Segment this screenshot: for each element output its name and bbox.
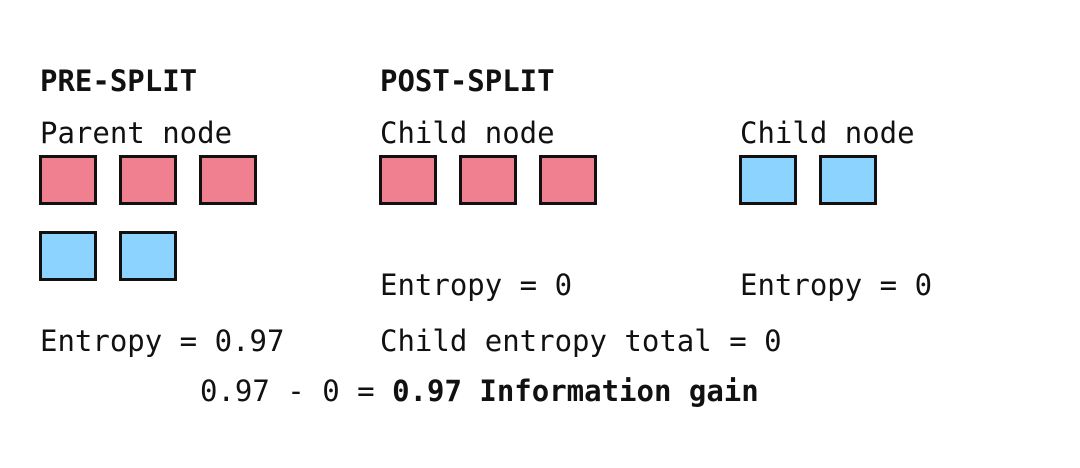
pre-split-heading: PRE-SPLIT bbox=[40, 64, 198, 98]
gain-equation: 0.97 - 0 = bbox=[200, 374, 393, 408]
parent-node-label: Parent node bbox=[40, 116, 233, 150]
right-child-square-1 bbox=[739, 155, 797, 205]
parent-entropy: Entropy = 0.97 bbox=[40, 324, 285, 358]
parent-square-3 bbox=[199, 155, 257, 205]
left-child-square-1 bbox=[379, 155, 437, 205]
parent-square-5 bbox=[119, 231, 177, 281]
parent-square-2 bbox=[119, 155, 177, 205]
left-child-square-2 bbox=[459, 155, 517, 205]
left-child-entropy: Entropy = 0 bbox=[380, 268, 573, 302]
right-child-square-2 bbox=[819, 155, 877, 205]
parent-square-4 bbox=[39, 231, 97, 281]
right-child-entropy: Entropy = 0 bbox=[740, 268, 933, 302]
child-entropy-total: Child entropy total = 0 bbox=[380, 324, 782, 358]
post-split-heading: POST-SPLIT bbox=[380, 64, 555, 98]
gain-result: 0.97 Information gain bbox=[392, 374, 759, 408]
parent-square-1 bbox=[39, 155, 97, 205]
information-gain-line: 0.97 - 0 = 0.97 Information gain bbox=[200, 374, 759, 408]
right-child-node-label: Child node bbox=[740, 116, 915, 150]
left-child-node-label: Child node bbox=[380, 116, 555, 150]
left-child-square-3 bbox=[539, 155, 597, 205]
